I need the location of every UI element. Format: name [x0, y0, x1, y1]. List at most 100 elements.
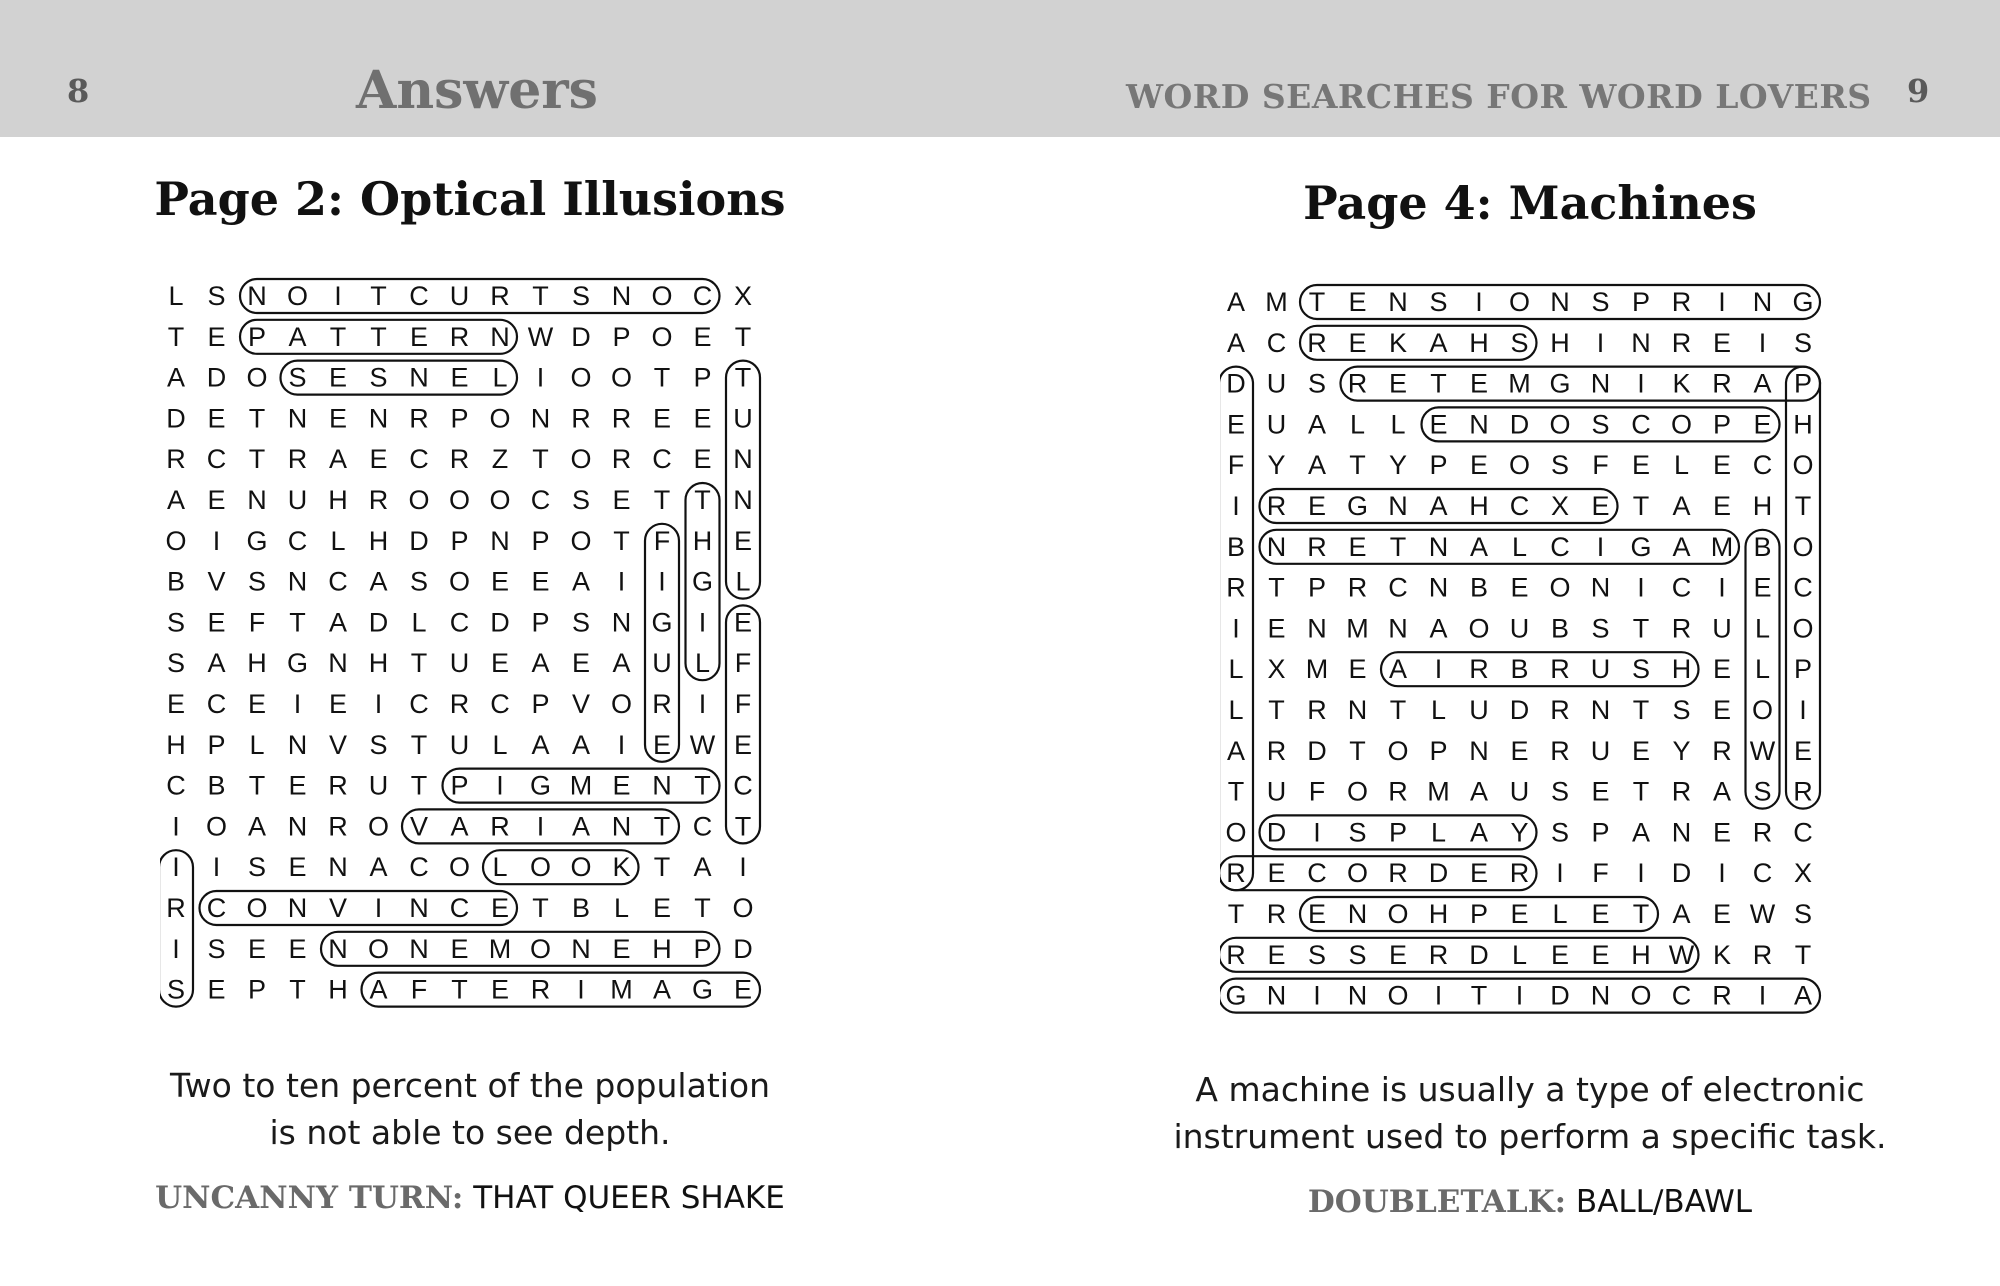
grid-letter: E — [612, 934, 630, 964]
grid-letter: E — [369, 444, 387, 474]
grid-letter: H — [166, 730, 186, 760]
answer-loops — [160, 277, 762, 1008]
grid-letter: T — [654, 363, 671, 393]
grid-letter: N — [571, 934, 591, 964]
grid-letter: G — [1225, 981, 1246, 1011]
grid-letter: K — [1713, 940, 1731, 970]
grid-letter: I — [699, 607, 707, 637]
grid-letter: L — [1755, 654, 1770, 684]
grid-letter: S — [248, 852, 266, 882]
grid-letter: R — [1712, 736, 1732, 766]
grid-letter: I — [1637, 369, 1645, 399]
grid-letter: A — [329, 444, 347, 474]
grid-letter: I — [172, 811, 180, 841]
grid-letter: L — [1512, 940, 1527, 970]
grid-letter: I — [1232, 613, 1240, 643]
grid-letter: N — [369, 403, 389, 433]
grid-letter: U — [450, 730, 470, 760]
grid-letter: E — [612, 485, 630, 515]
grid-letter: R — [1307, 328, 1327, 358]
grid-letter: O — [1792, 532, 1813, 562]
grid-letter: E — [1348, 654, 1366, 684]
grid-letter: E — [734, 975, 752, 1005]
grid-letter: B — [1510, 654, 1528, 684]
grid-letter: I — [618, 730, 626, 760]
grid-letter: Z — [492, 444, 509, 474]
grid-letter: T — [1471, 981, 1488, 1011]
grid-letter: D — [369, 607, 389, 637]
grid-letter: A — [1470, 817, 1488, 847]
grid-letter: T — [694, 485, 711, 515]
grid-letter: S — [1551, 777, 1569, 807]
grid-letter: T — [1228, 899, 1245, 929]
grid-letter: N — [1591, 369, 1611, 399]
grid-letter: C — [409, 852, 429, 882]
grid-letter: C — [166, 771, 186, 801]
grid-letter: P — [531, 607, 549, 637]
grid-letter: R — [1672, 613, 1692, 643]
grid-letter: L — [1228, 695, 1243, 725]
grid-letter: U — [369, 771, 389, 801]
grid-letter: C — [328, 567, 348, 597]
grid-letter: G — [1792, 287, 1813, 317]
grid-letter: N — [1267, 981, 1287, 1011]
answer-loop-telephone — [1298, 895, 1660, 933]
grid-letter: R — [369, 485, 389, 515]
grid-letter: G — [1630, 532, 1651, 562]
grid-letter: N — [247, 485, 267, 515]
grid-letter: O — [570, 852, 591, 882]
grid-letter: L — [411, 607, 426, 637]
answer-loop-variant — [400, 808, 681, 845]
grid-letter: K — [1389, 328, 1407, 358]
grid-letter: R — [652, 689, 672, 719]
grid-letter: H — [1550, 328, 1570, 358]
grid-letter: T — [330, 322, 347, 352]
fact-caption-right: A machine is usually a type of electroni… — [1030, 1066, 2000, 1160]
grid-letter: W — [1750, 899, 1776, 929]
grid-letter: E — [1713, 899, 1731, 929]
grid-letter: E — [734, 526, 752, 556]
grid-letter: E — [207, 322, 225, 352]
grid-letter: R — [450, 444, 470, 474]
grid-letter: N — [1550, 287, 1570, 317]
grid-letter: I — [577, 975, 585, 1005]
grid-letter: N — [1348, 695, 1368, 725]
grid-letter: O — [368, 811, 389, 841]
bonus-answer-right: DOUBLETALK: BALL/BAWL — [1030, 1184, 2000, 1220]
grid-letter: R — [1550, 695, 1570, 725]
grid-letter: O — [449, 567, 470, 597]
grid-letter: O — [206, 811, 227, 841]
grid-letter: N — [1469, 736, 1489, 766]
grid-letter: T — [249, 444, 266, 474]
grid-letter: N — [1348, 981, 1368, 1011]
grid-letter: R — [1226, 940, 1246, 970]
grid-letter: E — [1348, 287, 1366, 317]
grid-letter: A — [248, 811, 266, 841]
grid-letter: N — [1388, 613, 1408, 643]
grid-letter: T — [1228, 777, 1245, 807]
grid-letter: H — [1631, 940, 1651, 970]
grid-letter: R — [571, 403, 591, 433]
grid-letter: E — [1753, 573, 1771, 603]
grid-letter: T — [1633, 899, 1650, 929]
grid-letter: E — [491, 893, 509, 923]
grid-letter: N — [490, 322, 510, 352]
grid-letter: X — [1551, 491, 1569, 521]
grid-letter: B — [1470, 573, 1488, 603]
grid-letter: R — [1469, 654, 1489, 684]
grid-letter: A — [167, 485, 185, 515]
grid-letter: S — [1753, 777, 1771, 807]
grid-letter: H — [1753, 491, 1773, 521]
grid-letter: A — [288, 322, 306, 352]
grid-letter: T — [1795, 940, 1812, 970]
grid-letter: R — [1226, 573, 1246, 603]
grid-letter: F — [735, 689, 752, 719]
grid-letter: X — [1267, 654, 1285, 684]
grid-letter: E — [1389, 369, 1407, 399]
grid-letter: G — [692, 975, 713, 1005]
answer-loop-airbrush — [1379, 651, 1700, 688]
grid-letter: O — [368, 934, 389, 964]
grid-letter: E — [1510, 899, 1528, 929]
grid-letter: R — [1307, 532, 1327, 562]
grid-letter: N — [1591, 695, 1611, 725]
